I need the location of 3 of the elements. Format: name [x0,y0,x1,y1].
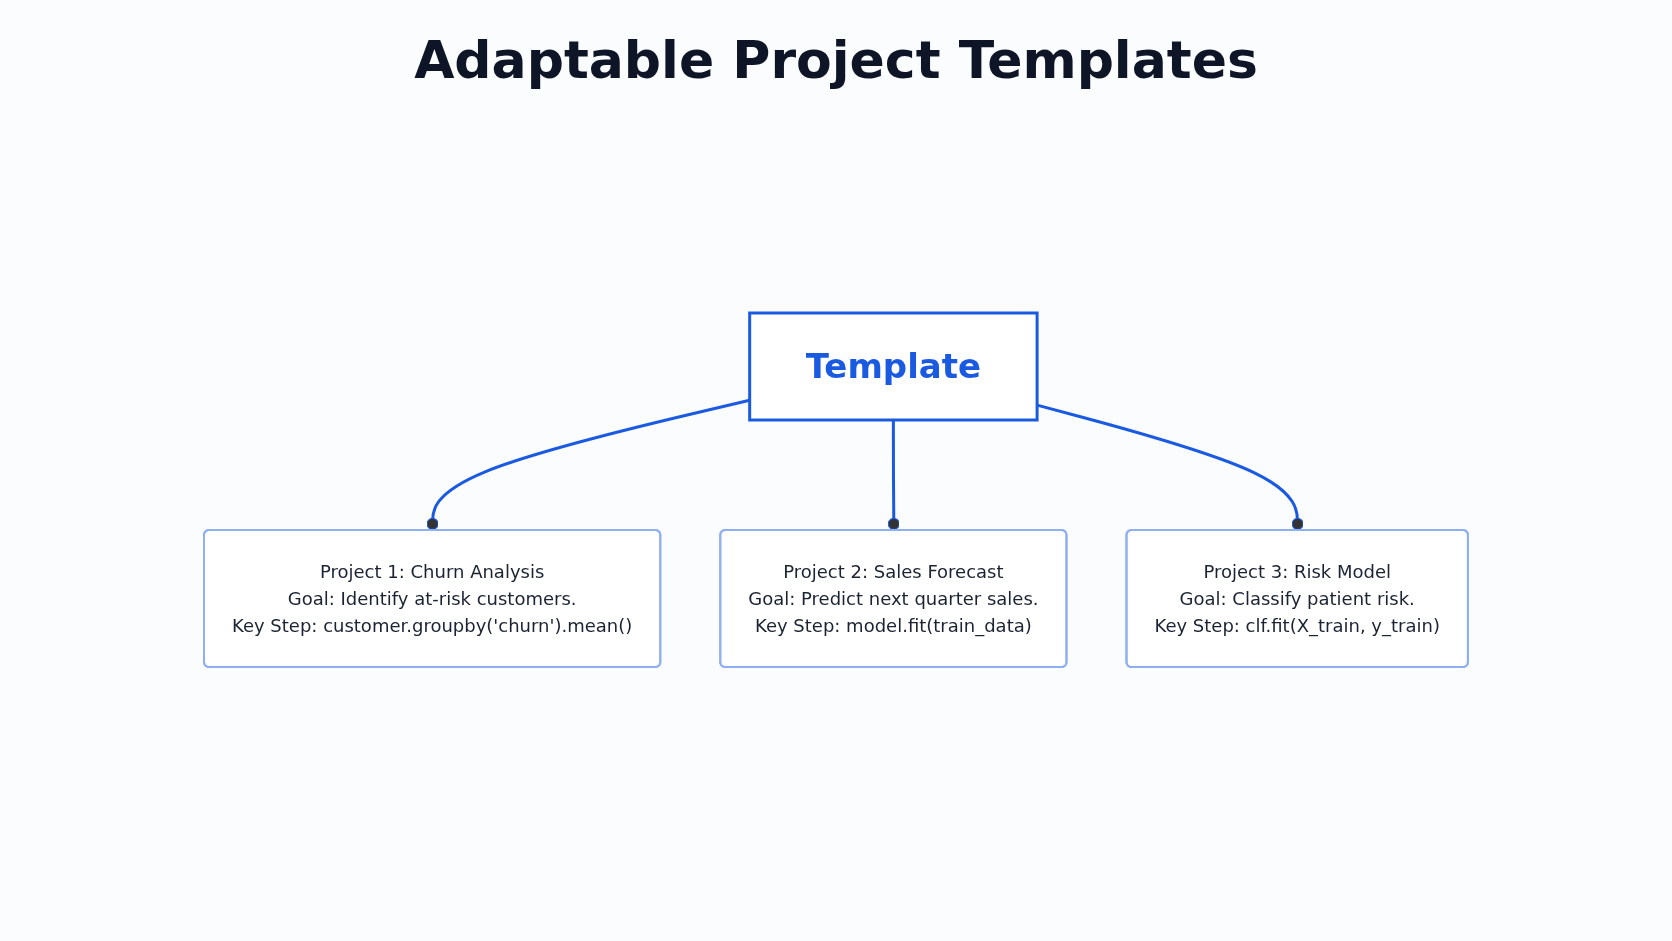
connector [887,420,900,531]
diagram-title: Adaptable Project Templates [413,30,1259,90]
node-box: Template [748,311,1039,422]
